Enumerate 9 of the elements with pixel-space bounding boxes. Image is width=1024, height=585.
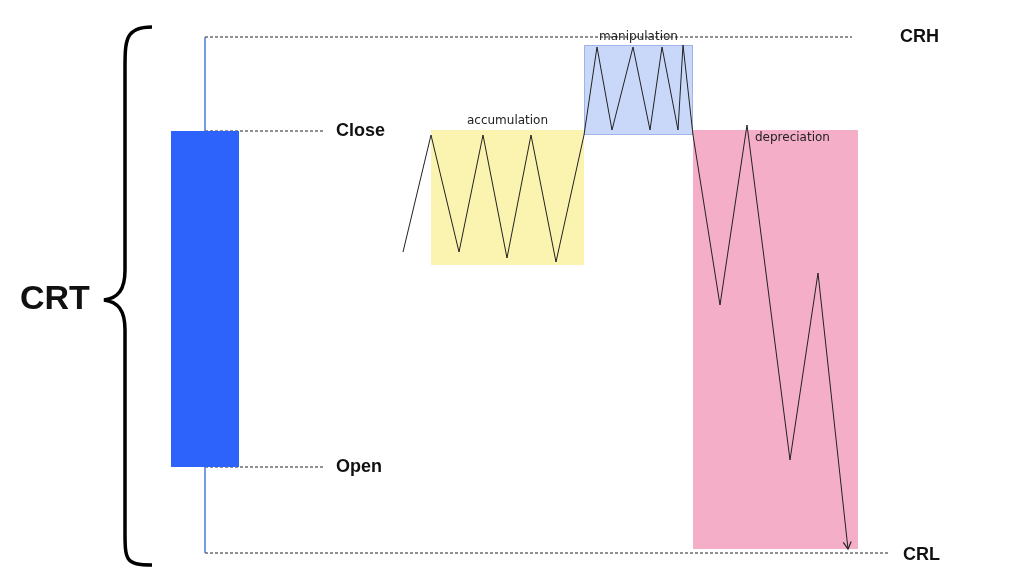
depreciation-zone bbox=[693, 130, 858, 549]
level-label: CRL bbox=[903, 544, 940, 565]
level-label: Open bbox=[336, 456, 382, 477]
zone-label: manipulation bbox=[598, 29, 679, 43]
zone-label: depreciation bbox=[755, 130, 830, 144]
level-label: Close bbox=[336, 120, 386, 141]
level-label: CRT bbox=[20, 278, 90, 317]
zone-label: accumulation bbox=[465, 113, 550, 127]
level-label: CRH bbox=[900, 26, 939, 47]
